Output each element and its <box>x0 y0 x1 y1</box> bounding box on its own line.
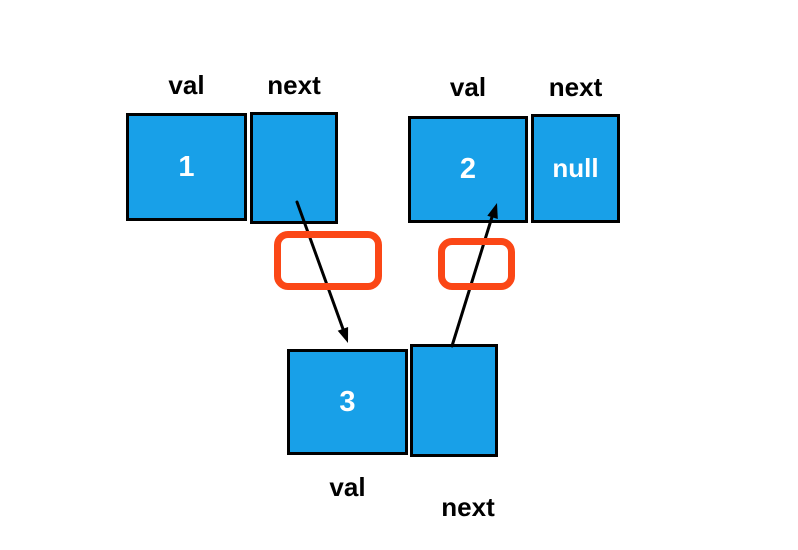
node2-val-cell: 2 <box>408 116 528 223</box>
node3-next-cell <box>410 344 498 457</box>
node1-next-label: next <box>267 70 321 100</box>
highlight-box-right <box>438 238 515 290</box>
arrowhead-icon <box>337 327 349 343</box>
node2-next-cell: null <box>531 114 620 223</box>
node1-val-label: val <box>168 70 205 100</box>
node2-val-label: val <box>449 72 487 102</box>
node3-next-label: next <box>441 492 495 522</box>
node1-val-cell: 1 <box>126 113 247 221</box>
node2-next-label: next <box>548 72 603 102</box>
node3-val-label: val <box>329 472 366 502</box>
highlight-box-left <box>274 231 382 290</box>
node3-val-cell: 3 <box>287 349 408 455</box>
node1-next-cell <box>250 112 338 224</box>
